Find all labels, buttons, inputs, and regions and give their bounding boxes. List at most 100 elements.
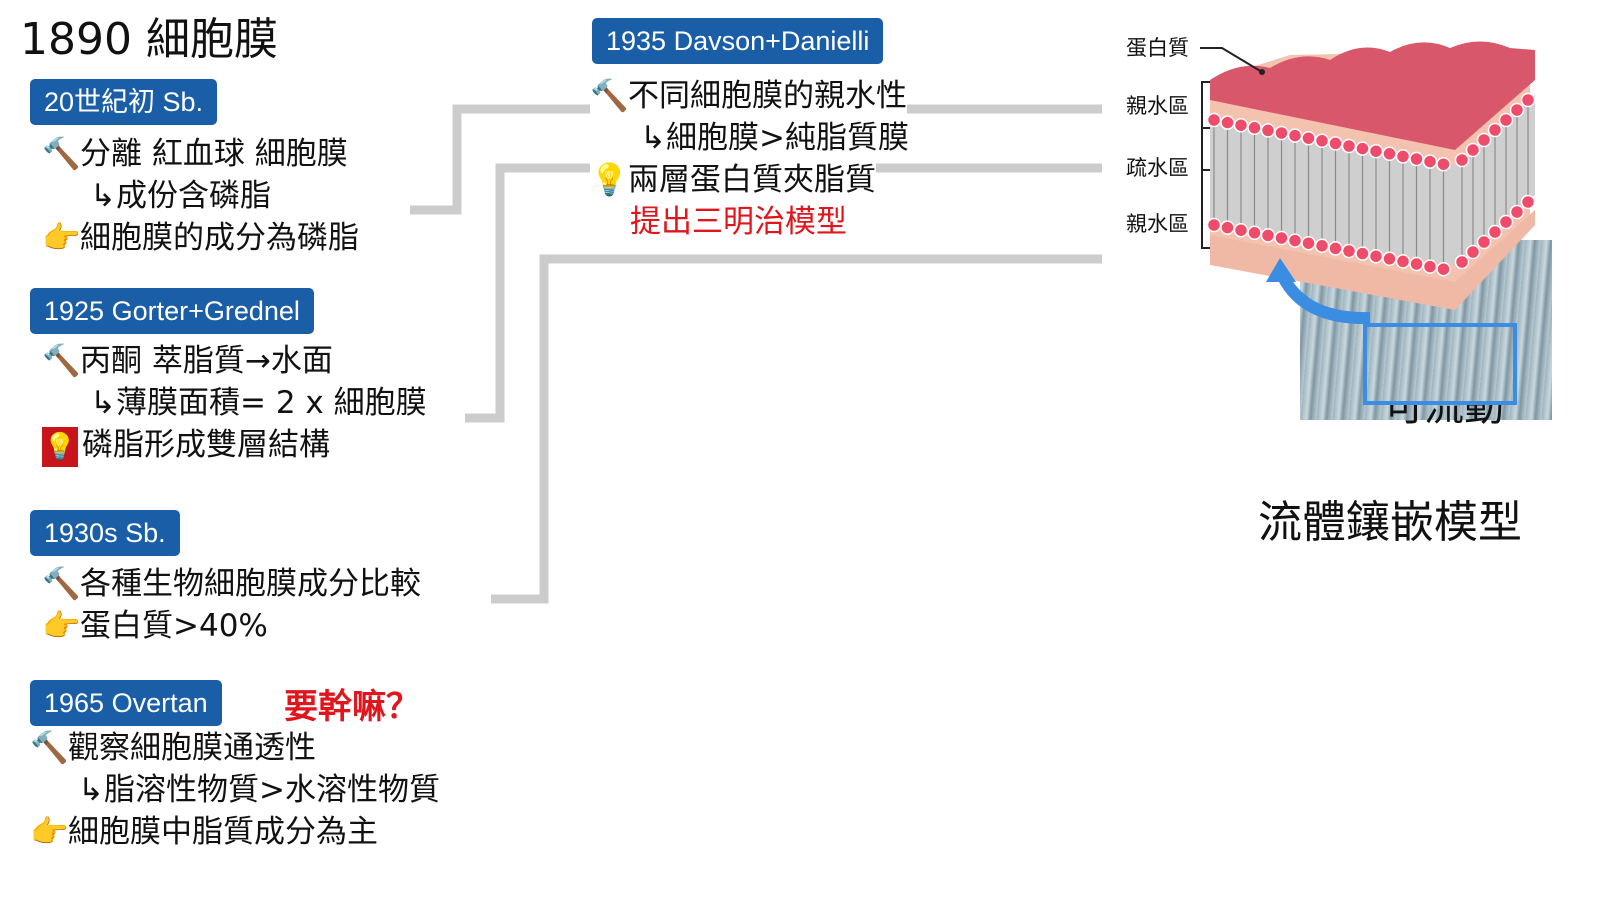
- lipid-head: [1395, 149, 1411, 164]
- block4-line-3: 👉細胞膜中脂質成分為主: [30, 811, 378, 853]
- lipid-head-row-bottom: [1206, 194, 1536, 277]
- block2-line-2: ↳薄膜面積= 2 x 細胞膜: [90, 385, 427, 421]
- pointing-hand-icon: 👉: [42, 608, 81, 644]
- lipid-head: [1520, 92, 1536, 108]
- lipid-head: [1287, 233, 1303, 248]
- lipid-head: [1206, 217, 1222, 233]
- pointing-hand-icon: 👉: [30, 814, 69, 850]
- label-hydrophilic-top: 親水區: [1126, 94, 1189, 118]
- block4-line-2: ↳脂溶性物質>水溶性物質: [78, 772, 440, 808]
- lipid-head: [1328, 136, 1343, 151]
- lipid-head: [1301, 130, 1316, 146]
- arrow-head-icon: [1266, 258, 1296, 282]
- lipid-head: [1476, 132, 1492, 148]
- block1-line-1: 🔨分離 紅血球 細胞膜: [42, 133, 348, 175]
- center-line-1: 🔨不同細胞膜的親水性: [590, 75, 907, 117]
- block2-line-1: 🔨丙酮 萃脂質→水面: [42, 340, 333, 382]
- lipid-head: [1487, 224, 1503, 240]
- lipid-head: [1422, 259, 1438, 274]
- block1-line-3: 👉細胞膜的成分為磷脂: [42, 217, 359, 259]
- pointing-hand-icon: 👉: [42, 220, 81, 256]
- lipid-head: [1328, 241, 1343, 256]
- block3-line-2: 👉蛋白質>40%: [42, 605, 268, 647]
- lipid-head: [1520, 194, 1536, 210]
- lipid-head: [1509, 204, 1525, 220]
- block2-line-3: 💡磷脂形成雙層結構: [42, 424, 330, 467]
- lipid-head: [1287, 128, 1303, 143]
- lipid-head: [1498, 214, 1514, 230]
- block1-line-2: ↳成份含磷脂: [90, 178, 271, 214]
- sub-arrow-icon: ↳: [90, 385, 116, 421]
- hammer-icon: 🔨: [42, 343, 81, 379]
- lipid-head: [1409, 151, 1424, 167]
- lipid-head: [1233, 117, 1249, 133]
- hammer-icon: 🔨: [30, 730, 69, 766]
- lipid-head: [1206, 112, 1222, 128]
- hammer-icon: 🔨: [42, 136, 81, 172]
- lipid-head: [1341, 243, 1357, 259]
- tag-1925: 1925 Gorter+Grednel: [30, 288, 314, 334]
- flowable-text-partial: 可流動: [1384, 404, 1504, 430]
- label-protein: 蛋白質: [1126, 36, 1189, 60]
- sandwich-model-highlight: 提出三明治模型: [630, 204, 847, 240]
- label-hydrophilic-bottom: 親水區: [1126, 212, 1189, 236]
- lipid-head: [1382, 146, 1397, 162]
- lipid-head: [1314, 133, 1330, 149]
- lipid-head: [1220, 220, 1235, 235]
- lipid-head: [1465, 142, 1481, 158]
- lipid-head: [1409, 256, 1424, 272]
- lipid-head: [1422, 154, 1438, 169]
- page-title: 1890 細胞膜: [20, 14, 278, 65]
- lipid-head: [1341, 138, 1357, 154]
- label-hydrophobic: 疏水區: [1126, 156, 1189, 180]
- tag-1930s: 1930s Sb.: [30, 510, 180, 556]
- lipid-head: [1487, 122, 1503, 138]
- lipid-head: [1274, 125, 1289, 141]
- lipid-head: [1247, 120, 1262, 136]
- lipid-head: [1355, 141, 1370, 156]
- lipid-head: [1260, 228, 1276, 243]
- lipid-head: [1368, 248, 1384, 264]
- lipid-head: [1260, 123, 1276, 138]
- lipid-head: [1498, 112, 1514, 128]
- lipid-head: [1395, 254, 1411, 269]
- connector-1930s-to-model: [491, 254, 1102, 604]
- zoom-box: [1363, 323, 1517, 405]
- question-note: 要幹嘛？: [284, 687, 420, 727]
- center-line-2: ↳細胞膜>純脂質膜: [640, 117, 909, 159]
- fluid-mosaic-model-label: 流體鑲嵌模型: [1258, 497, 1522, 548]
- lipid-head-row-top: [1206, 92, 1536, 172]
- lipid-head: [1247, 225, 1262, 241]
- lipid-head: [1454, 152, 1470, 168]
- lipid-head: [1314, 238, 1330, 254]
- lipid-head: [1436, 261, 1451, 277]
- block3-line-1: 🔨各種生物細胞膜成分比較: [42, 563, 421, 605]
- lipid-head: [1382, 251, 1397, 267]
- protein-layer-top: [1210, 41, 1535, 150]
- label-protein-leader: [1200, 47, 1265, 75]
- lipid-head: [1233, 222, 1249, 238]
- sub-arrow-icon: ↳: [90, 178, 116, 214]
- lipid-head: [1436, 156, 1451, 172]
- hammer-icon: 🔨: [590, 78, 629, 114]
- tag-1935: 1935 Davson+Danielli: [592, 18, 884, 64]
- lightbulb-icon: 💡: [590, 162, 629, 198]
- lipid-head: [1476, 234, 1492, 250]
- lipid-head: [1220, 115, 1235, 130]
- tag-1965: 1965 Overtan: [30, 680, 222, 726]
- lipid-head: [1465, 244, 1481, 260]
- sub-arrow-icon: ↳: [640, 120, 666, 156]
- center-line-3: 💡兩層蛋白質夾脂質: [590, 159, 876, 201]
- membrane-diagram: [1206, 41, 1536, 325]
- block4-line-1: 🔨觀察細胞膜通透性: [30, 727, 316, 769]
- lipid-head: [1454, 254, 1470, 270]
- lipid-head: [1509, 102, 1525, 118]
- tag-20th-century: 20世紀初 Sb.: [30, 79, 218, 125]
- lipid-head: [1355, 246, 1370, 261]
- label-bracket: [1201, 81, 1210, 249]
- sub-arrow-icon: ↳: [78, 772, 104, 808]
- lightbulb-icon: 💡: [42, 426, 78, 467]
- lipid-head: [1274, 230, 1289, 246]
- lipid-head: [1368, 143, 1384, 159]
- lipid-head: [1301, 235, 1316, 251]
